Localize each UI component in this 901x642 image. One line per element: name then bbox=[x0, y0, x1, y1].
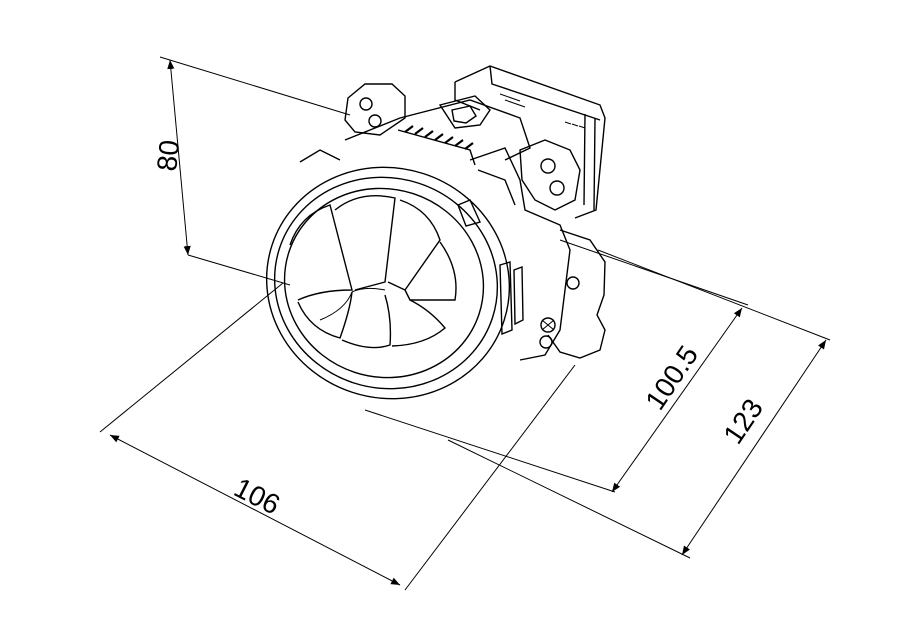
housing-body bbox=[344, 95, 571, 361]
dimension-line-width bbox=[109, 434, 401, 586]
dimension-line-depth-overall bbox=[681, 339, 827, 556]
dimension-depth-inner: 100.5 bbox=[364, 239, 749, 493]
dimension-label-depth-inner: 100.5 bbox=[639, 340, 704, 415]
dimension-label-height: 80 bbox=[151, 138, 185, 172]
dimension-depth-overall: 123 bbox=[447, 249, 831, 559]
lens-reflectors bbox=[289, 195, 457, 349]
front-bezel bbox=[265, 149, 511, 400]
dimension-label-width: 106 bbox=[229, 472, 285, 521]
extension-line-top bbox=[159, 56, 351, 116]
mounting-bracket-upper-left bbox=[344, 83, 406, 136]
extension-line-rear bbox=[559, 239, 749, 306]
extension-line-front-overall bbox=[447, 439, 691, 559]
dimension-line-depth-inner bbox=[611, 307, 743, 493]
extension-line-front bbox=[364, 409, 616, 493]
extension-line-left bbox=[99, 282, 284, 433]
extension-line-rear-overall bbox=[597, 249, 831, 341]
mounting-bracket-right bbox=[519, 139, 581, 211]
mounting-bracket-lower-right bbox=[539, 229, 606, 359]
dimension-height: 80 bbox=[151, 56, 351, 286]
rear-housing bbox=[454, 65, 606, 219]
dimension-label-depth-overall: 123 bbox=[717, 393, 769, 449]
dimension-width: 106 bbox=[99, 282, 576, 591]
dimension-line-height bbox=[167, 59, 191, 256]
extension-line-bottom bbox=[187, 254, 291, 286]
headlamp-module-drawing bbox=[265, 65, 606, 400]
extension-line-right bbox=[404, 364, 576, 591]
